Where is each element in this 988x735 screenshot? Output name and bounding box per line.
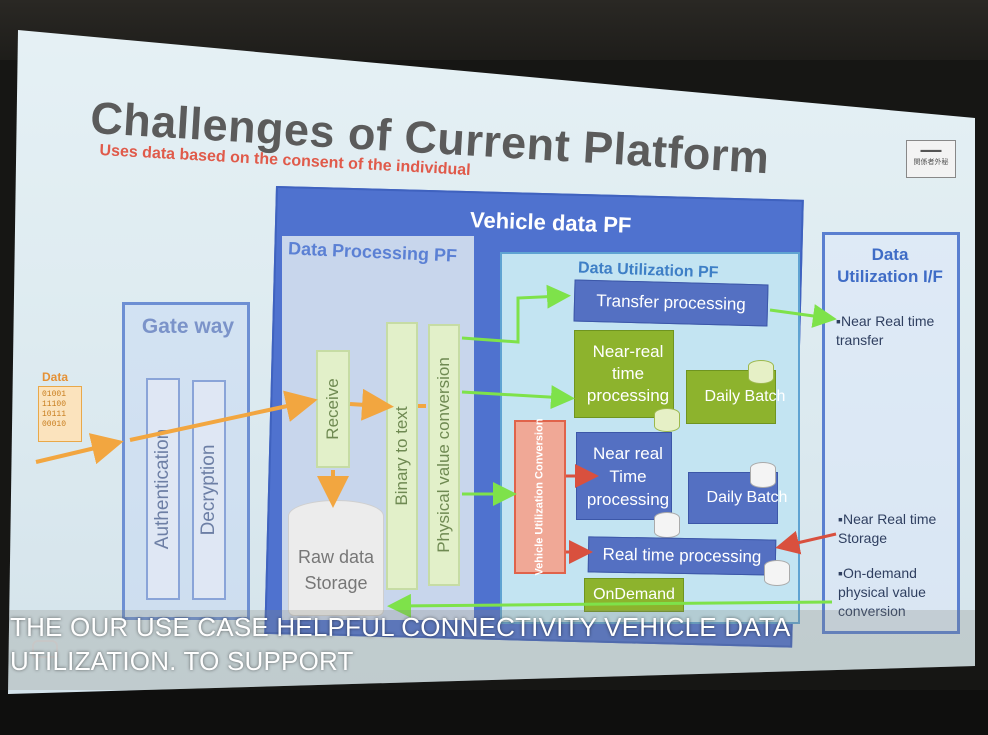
data-in-arrow xyxy=(35,433,124,465)
data-utilization-if-title: Data Utilization I/F xyxy=(837,245,943,286)
receive-to-binary-arrow xyxy=(349,388,394,421)
data-bits-2: 11100 xyxy=(42,400,67,409)
caption-line-1: THE OUR USE CASE HELPFUL CONNECTIVITY VE… xyxy=(10,612,791,642)
storage-cylinder-icon xyxy=(748,360,774,384)
on-demand-label: OnDemand xyxy=(593,586,675,603)
data-bits-1: 01001 xyxy=(42,390,67,399)
near-real-time-processing-label-1: Near-real time processing xyxy=(586,342,670,405)
presenter-logo-icon xyxy=(32,640,58,658)
data-bits-4: 00010 xyxy=(42,420,67,429)
daily-batch-label-2: Daily Batch xyxy=(706,489,788,506)
binary-to-text-step: Binary to text xyxy=(386,322,418,590)
storage-cylinder-icon xyxy=(750,462,776,488)
caption-line-2: UTILIZATION. TO SUPPORT xyxy=(10,646,354,676)
on-demand-box: OnDemand xyxy=(584,578,684,612)
raw-data-storage-label: Raw data Storage xyxy=(297,547,375,593)
storage-cylinder-icon xyxy=(764,560,790,586)
physical-to-transfer-arrow xyxy=(461,284,571,344)
logo-bars: ▬▬▬ xyxy=(920,147,942,154)
physical-value-conversion-step: Physical value conversion xyxy=(428,324,460,586)
if-to-real-time-arrow xyxy=(775,530,837,555)
raw-data-storage xyxy=(288,500,384,616)
data-source-label: Data xyxy=(42,370,69,384)
physical-to-near-real-time-arrow xyxy=(461,385,575,410)
data-file-icon: 01001 11100 10111 00010 xyxy=(38,386,82,442)
decryption-step: Decryption xyxy=(192,380,226,600)
room-floor xyxy=(0,690,988,735)
if-item-near-real-time-transfer: ▪Near Real time transfer xyxy=(836,313,935,348)
vehicle-utilization-conversion-box: Vehicle Utilization Conversion xyxy=(514,418,566,576)
daily-batch-label-1: Daily Batch xyxy=(704,388,786,405)
authentication-step: Authentication xyxy=(146,378,180,600)
near-real-time-processing-label-2: Near real Time processing xyxy=(586,443,670,509)
logo-text: 関係者外秘 xyxy=(913,159,949,166)
gateway-box xyxy=(122,302,250,620)
gateway-title: Gate way xyxy=(141,315,235,338)
data-bits-3: 10111 xyxy=(42,410,67,419)
data-utilization-if-box xyxy=(822,232,960,634)
confidential-logo: ▬▬▬ 関係者外秘 xyxy=(906,140,956,178)
storage-cylinder-icon xyxy=(654,512,680,538)
transfer-to-if-arrow xyxy=(769,304,837,328)
if-to-storage-arrow xyxy=(387,593,833,618)
gateway-to-receive-arrow xyxy=(129,390,318,442)
storage-cylinder-icon xyxy=(654,408,680,432)
if-item-near-real-time-storage: ▪Near Real time Storage xyxy=(838,511,937,546)
if-item-on-demand-conversion: ▪On-demand physical value conversion xyxy=(838,565,926,619)
near-real-time-processing-box-1: Near-real time processing xyxy=(574,330,674,418)
